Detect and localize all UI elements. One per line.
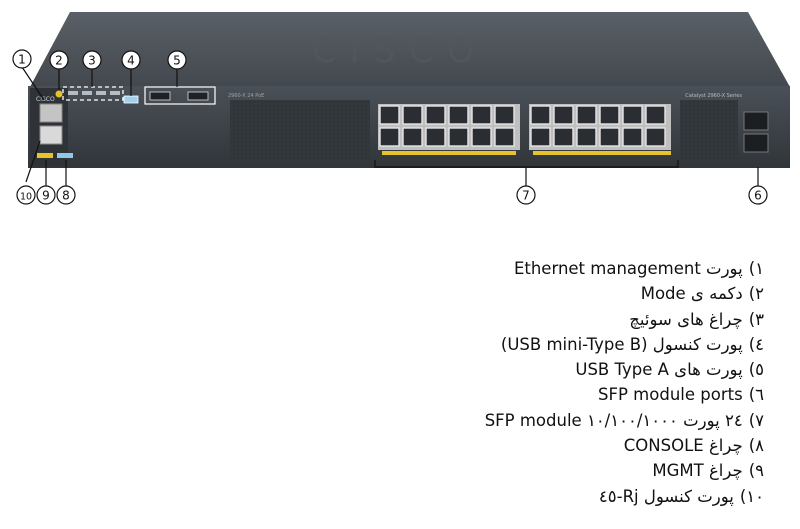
callout-number: 4 <box>127 54 135 68</box>
ethernet-port <box>495 106 514 124</box>
legend-item: ۹) چراغ MGMT <box>204 458 764 483</box>
sfp-port <box>744 112 768 130</box>
legend-item: ۱) پورت Ethernet management <box>204 256 764 281</box>
callout-number: 2 <box>55 54 63 68</box>
rj45-console-port <box>40 126 62 144</box>
legend-item: ۸) چراغ CONSOLE <box>204 433 764 458</box>
legend-item: ٦) SFP module ports <box>204 382 764 407</box>
legend-text: پورت کنسول (USB mini-Type B) <box>501 335 743 354</box>
cisco-logo: CISCO <box>36 96 55 103</box>
vent-left <box>230 100 370 162</box>
ethernet-port <box>426 106 445 124</box>
legend-item: ۲) دکمه ی Mode <box>204 281 764 306</box>
top-brand-emboss: CISCO <box>312 31 488 71</box>
sfp-port <box>744 134 768 152</box>
legend-number: ۷) <box>749 408 764 433</box>
legend-list: ۱) پورت Ethernet management ۲) دکمه ی Mode ۳… <box>204 256 764 509</box>
usb-a-port <box>188 92 208 100</box>
callout-number: 8 <box>62 189 70 203</box>
led <box>96 91 106 95</box>
legend-number: ٥) <box>749 357 764 382</box>
ethernet-port <box>577 106 596 124</box>
ethernet-port <box>531 128 550 146</box>
callout-number: 6 <box>754 189 762 203</box>
poe-led-bar-left <box>382 151 516 155</box>
callout-number: 3 <box>88 54 96 68</box>
mode-button <box>56 91 63 98</box>
legend-number: ٤) <box>749 332 764 357</box>
legend-number: ۲) <box>749 281 764 306</box>
legend-text: پورت کنسول Rj-٤٥ <box>599 487 734 506</box>
ethernet-port <box>472 128 491 146</box>
ethernet-port <box>577 128 596 146</box>
ethernet-port <box>403 128 422 146</box>
ethernet-port <box>554 106 573 124</box>
poe-led-bar-right <box>533 151 671 155</box>
callout-number: 1 <box>18 53 26 67</box>
callout-number: 7 <box>522 189 530 203</box>
legend-text: چراغ MGMT <box>652 461 742 480</box>
legend-number: ۳) <box>749 307 764 332</box>
usb-mini-console-port <box>124 96 138 103</box>
legend-item: ۱۰) پورت کنسول Rj-٤٥ <box>204 484 764 509</box>
led <box>110 91 120 95</box>
legend-text: SFP module ports <box>598 385 743 404</box>
legend-text: چراغ های سوئیچ <box>629 310 742 329</box>
ethernet-port <box>380 128 399 146</box>
legend-item: ٤) پورت کنسول (USB mini-Type B) <box>204 332 764 357</box>
ethernet-port <box>646 106 665 124</box>
ethernet-port <box>449 106 468 124</box>
legend-item: ٥) پورت های USB Type A <box>204 357 764 382</box>
callout-number: 10 <box>20 192 32 203</box>
usb-a-port <box>150 92 170 100</box>
callout-number: 9 <box>42 189 50 203</box>
ethernet-port <box>472 106 491 124</box>
legend-item: ۳) چراغ های سوئیچ <box>204 307 764 332</box>
console-led <box>57 153 73 158</box>
legend-item: ۷) ۲٤ پورت ۱۰/۱۰۰/۱۰۰۰ SFP module <box>204 408 764 433</box>
legend-number: ۸) <box>749 433 764 458</box>
legend-text: ۲٤ پورت ۱۰/۱۰۰/۱۰۰۰ SFP module <box>485 411 743 430</box>
led <box>82 91 92 95</box>
small-model-label: 2960-X 24 PoE <box>228 93 264 99</box>
legend-number: ٦) <box>749 382 764 407</box>
ethernet-port <box>426 128 445 146</box>
ethernet-port <box>554 128 573 146</box>
legend-text: پورت های USB Type A <box>575 360 742 379</box>
ethernet-port <box>646 128 665 146</box>
ethernet-port <box>403 106 422 124</box>
ethernet-port <box>600 128 619 146</box>
legend-text: پورت Ethernet management <box>514 259 743 278</box>
vent-right <box>680 100 738 162</box>
mgmt-ethernet-port <box>40 104 62 122</box>
ethernet-port <box>380 106 399 124</box>
led <box>68 91 78 95</box>
ethernet-port <box>449 128 468 146</box>
legend-number: ۱) <box>749 256 764 281</box>
ethernet-port <box>600 106 619 124</box>
legend-text: چراغ CONSOLE <box>624 436 743 455</box>
callout-number: 5 <box>173 54 181 68</box>
model-label: Catalyst 2960-X Series <box>685 93 742 99</box>
legend-number: ۱۰) <box>740 484 764 509</box>
ethernet-port <box>623 106 642 124</box>
legend-text: دکمه ی Mode <box>641 284 743 303</box>
mgmt-led <box>37 153 53 158</box>
legend-number: ۹) <box>749 458 764 483</box>
ethernet-port <box>623 128 642 146</box>
ethernet-port <box>495 128 514 146</box>
ethernet-port <box>531 106 550 124</box>
